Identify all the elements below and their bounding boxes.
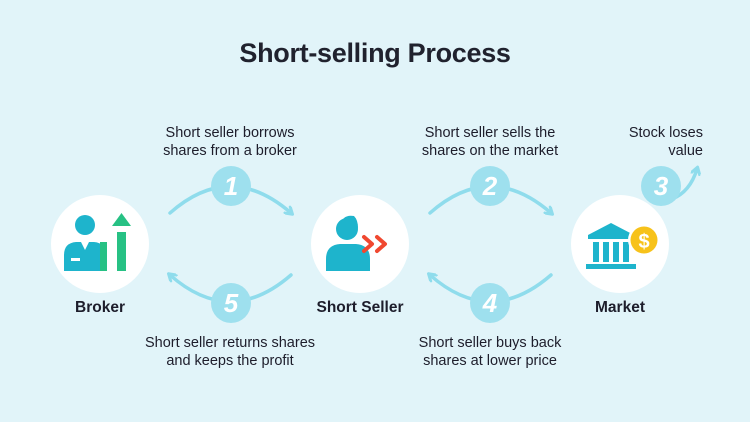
short-seller-circle (311, 195, 409, 293)
svg-text:$: $ (638, 231, 649, 253)
step-4-number: 4 (482, 288, 498, 318)
step-1-text: Short seller borrows shares from a broke… (163, 125, 297, 159)
person-chart-icon (64, 213, 131, 271)
step-1-badge (211, 166, 251, 206)
step-3-badge (641, 166, 681, 206)
step-5-badge (211, 283, 251, 323)
step-2-text: Short seller sells the shares on the mar… (421, 125, 559, 159)
step-1-number: 1 (224, 171, 238, 201)
step-5-text: Short seller returns shares and keeps th… (144, 335, 316, 369)
step-5-number: 5 (224, 288, 239, 318)
step-3-number: 3 (654, 171, 669, 201)
step-3-text: Stock loses value (628, 125, 703, 159)
step-4-text: Short seller buys back shares at lower p… (418, 335, 562, 369)
bank-coin-icon: $ (586, 223, 660, 269)
step-4-badge (470, 283, 510, 323)
person-forward-icon (326, 215, 387, 271)
step-2-number: 2 (482, 171, 498, 201)
step-2-badge (470, 166, 510, 206)
broker-label: Broker (75, 299, 125, 316)
page-title: Short-selling Process (239, 38, 511, 68)
market-label: Market (595, 299, 645, 316)
short-seller-label: Short Seller (316, 299, 404, 316)
